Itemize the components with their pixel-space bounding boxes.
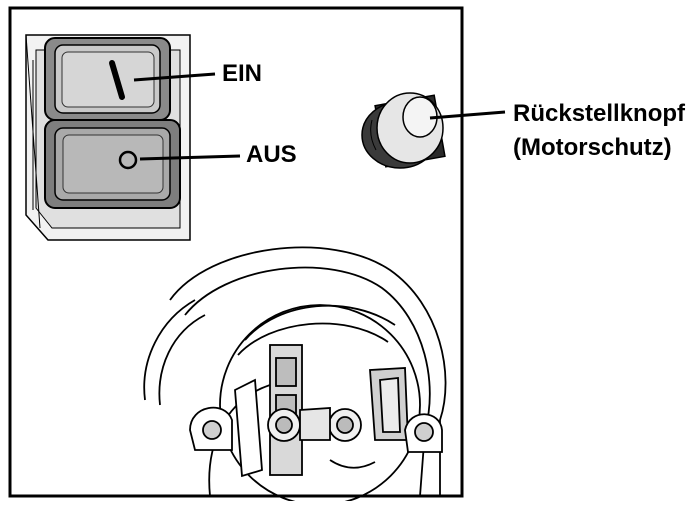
reset-button-sublabel: (Motorschutz) xyxy=(513,134,672,161)
on-switch[interactable] xyxy=(44,37,171,121)
reset-button-label: Rückstellknopf xyxy=(513,100,686,127)
off-switch[interactable] xyxy=(44,119,181,209)
on-switch-label: EIN xyxy=(222,60,263,87)
off-switch-label: AUS xyxy=(246,141,297,168)
off-symbol-icon xyxy=(118,150,138,170)
on-symbol-icon xyxy=(109,60,125,100)
socket-assembly xyxy=(143,246,447,506)
ein-leader-line xyxy=(133,72,216,82)
reset-leader-line xyxy=(429,110,506,120)
reset-knob[interactable] xyxy=(361,92,446,169)
aus-leader-line xyxy=(139,154,241,161)
